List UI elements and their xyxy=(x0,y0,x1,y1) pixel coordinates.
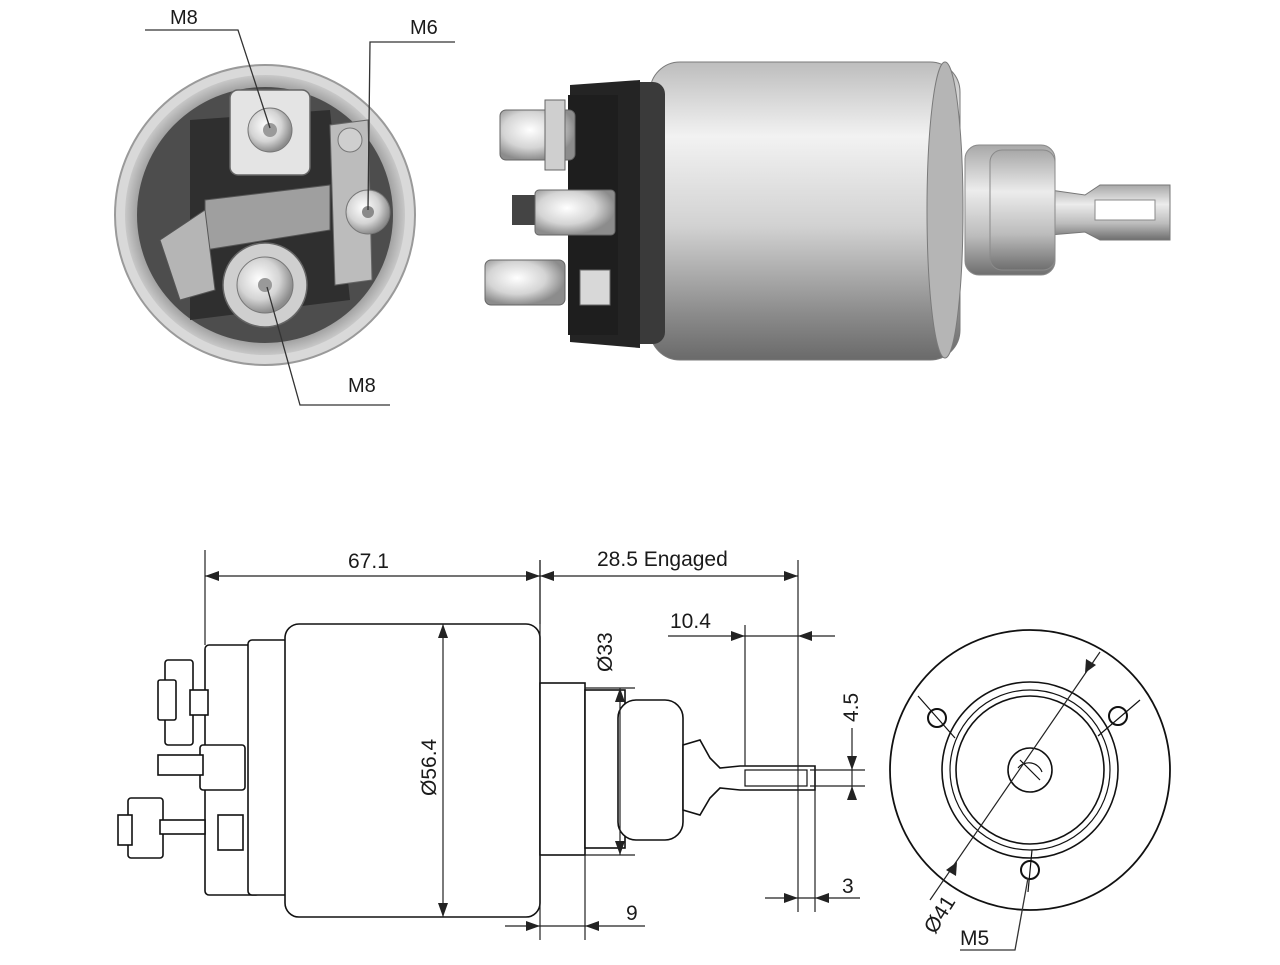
dim-label: 28.5 Engaged xyxy=(597,548,728,571)
end-view-photo xyxy=(114,64,416,366)
dim-label: Ø33 xyxy=(594,632,617,672)
dim-label: Ø41 xyxy=(920,892,961,938)
dim-body-length: 67.1 xyxy=(204,550,541,645)
side-drawing xyxy=(117,623,816,918)
callout-label: M6 xyxy=(410,17,438,39)
dim-fork-length: 10.4 xyxy=(668,610,835,766)
dim-engaged-travel: 28.5 Engaged xyxy=(539,548,799,912)
dim-label: Ø56.4 xyxy=(418,738,441,796)
top-m8-stud xyxy=(229,89,311,176)
end-face-drawing xyxy=(889,629,1171,911)
dim-fork-thickness: 3 xyxy=(765,790,860,912)
callout-mount-thread: M5 xyxy=(960,877,1029,951)
callout-label: M8 xyxy=(170,7,198,29)
callout-top-left-m8: M8 xyxy=(145,7,271,129)
callout-bottom-m8: M8 xyxy=(266,286,390,406)
dim-flange-offset: 9 xyxy=(505,855,645,940)
side-lower-stud xyxy=(484,259,611,306)
dim-body-diameter: Ø56.4 xyxy=(418,624,448,917)
dim-label: 67.1 xyxy=(348,550,389,573)
side-middle-stud xyxy=(512,189,616,236)
callout-top-right-m6: M6 xyxy=(367,17,455,211)
m6-stud xyxy=(329,119,391,286)
dim-label: M5 xyxy=(960,927,989,950)
side-view-photo xyxy=(484,61,1171,361)
dim-label: 4.5 xyxy=(840,693,863,722)
callout-label: M8 xyxy=(348,375,376,397)
dim-label: 9 xyxy=(626,902,638,925)
dim-plunger-diameter: Ø33 xyxy=(585,632,635,856)
dim-label: 10.4 xyxy=(670,610,711,633)
bottom-m8-stud xyxy=(222,242,308,328)
dim-fork-slot: 4.5 xyxy=(810,693,865,800)
side-upper-stud xyxy=(499,99,576,171)
dim-label: 3 xyxy=(842,875,854,898)
